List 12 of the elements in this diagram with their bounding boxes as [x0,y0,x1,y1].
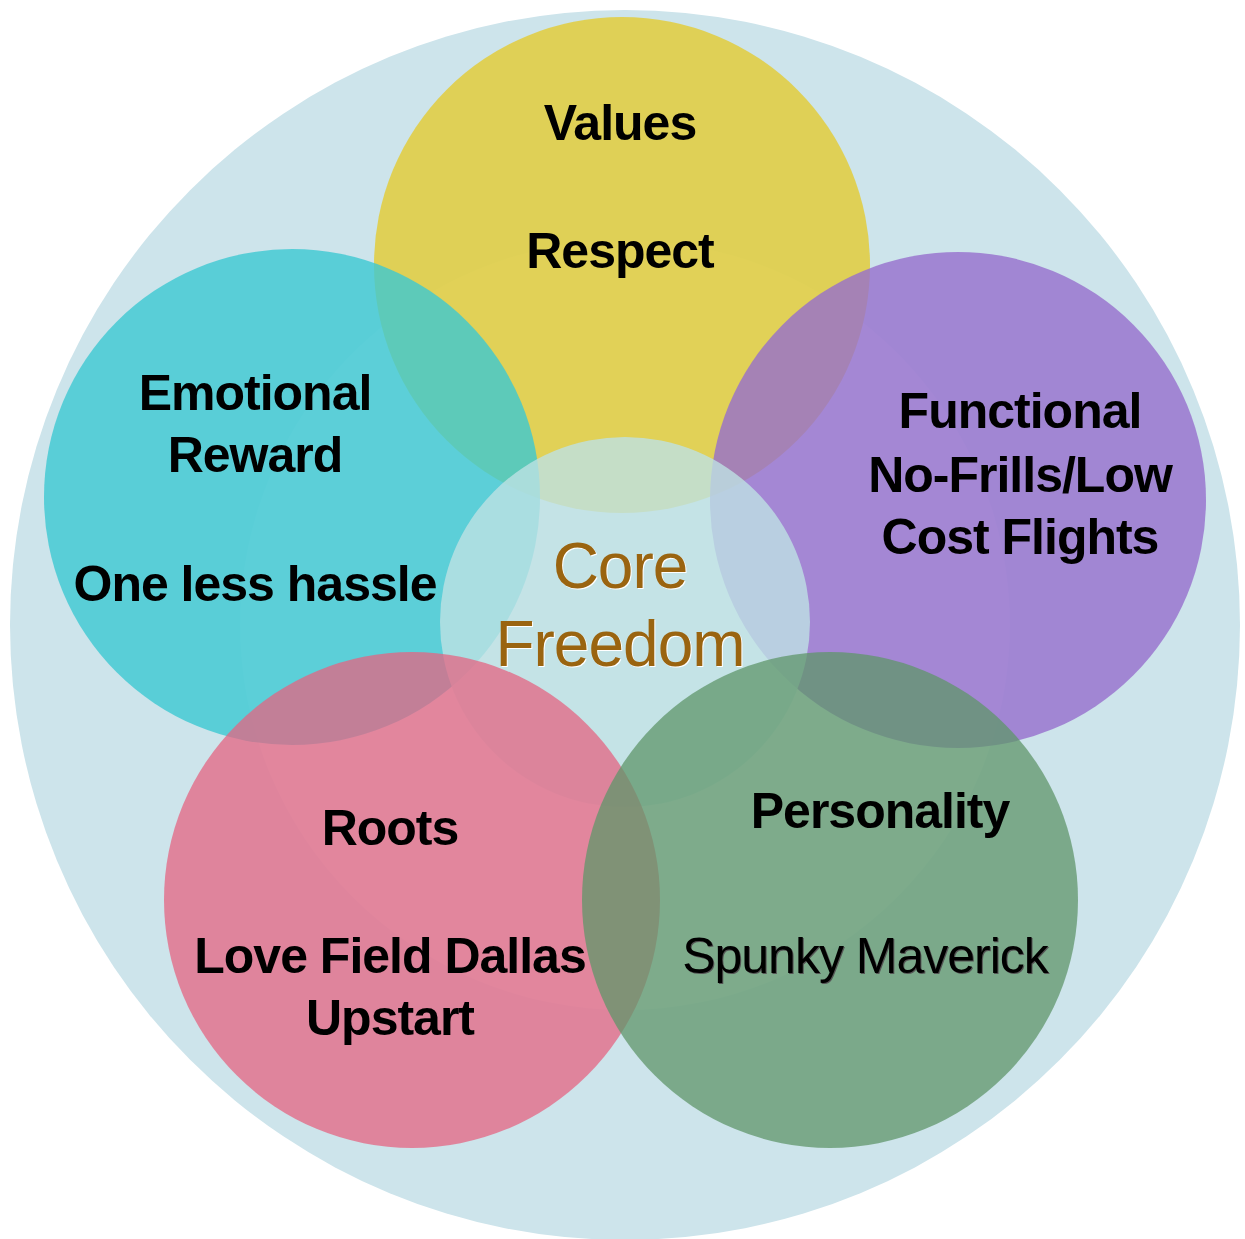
value-text: No-Frills/Low Cost Flights [867,446,1174,567]
heading-text: Functional [897,382,1143,441]
value-text: Love Field Dallas Upstart [193,927,587,1048]
value-text: Respect [525,222,715,281]
heading-text: Emotional Reward [137,364,373,485]
value-text: Spunky Maverick [681,927,1050,986]
heading-text: Core [551,529,689,604]
value-text: Freedom [494,607,746,682]
heading-text: Personality [749,782,1011,841]
heading-text: Values [542,94,698,153]
value-text: One less hassle [72,555,438,614]
heading-text: Roots [320,799,460,858]
